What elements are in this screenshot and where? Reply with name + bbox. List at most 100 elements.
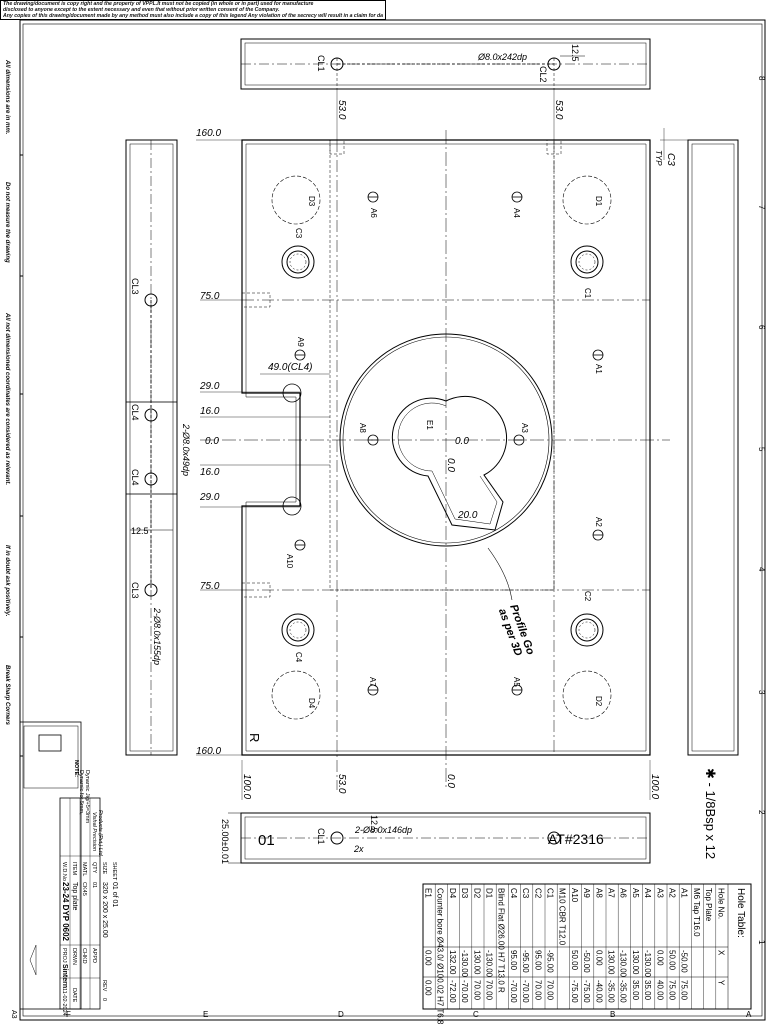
- hole-table-cell: -50.00: [680, 950, 689, 973]
- tb-matl-label: MATL: [81, 862, 87, 876]
- hole-table-cell: D1: [485, 888, 494, 899]
- hole-table-cell: -130.00: [643, 950, 652, 978]
- hole-table-cell: E1: [424, 888, 433, 898]
- label-c4: C4: [294, 652, 303, 663]
- dim-75-top: 75.0: [200, 291, 220, 302]
- legend-line-2: disclosed to anyone except to the extent…: [3, 7, 280, 13]
- tb-company: Vishal Precision: [91, 812, 97, 851]
- right-bsp-note: ✱ - 1/8Bsp x 12: [703, 768, 718, 859]
- hole-table-cell: -40.00: [594, 980, 603, 1003]
- legend-line-1: The drawing/document is copy right and t…: [3, 1, 314, 7]
- hole-table-cell: A1: [680, 888, 689, 898]
- label-a3: A3: [520, 423, 529, 433]
- col-number-7: 7: [757, 205, 766, 210]
- hole-table-cell: 35.00: [631, 980, 640, 1001]
- dim-100-right: 100.0: [649, 774, 660, 799]
- dim-49: 49.0(CL4): [268, 362, 312, 373]
- row-letter-c: C: [473, 1010, 479, 1019]
- top-bar-cl2: CL2: [538, 66, 548, 83]
- hole-table-cell: -50.00: [582, 950, 591, 973]
- dim-53-bottom: 53.0: [336, 774, 347, 794]
- bottom-bar-height: 25.00±0.01: [220, 819, 230, 864]
- col-number-8: 8: [757, 76, 766, 81]
- top-bar-cl1: CL1: [316, 55, 326, 72]
- dim-16-bottom: 16.0: [200, 467, 220, 478]
- top-bar-hole-label: Ø8.0x242dp: [477, 52, 527, 62]
- tb-note-title: NOTE:: [73, 760, 79, 777]
- col-number-6: 6: [757, 325, 766, 330]
- hole-table-cell: -130.00: [460, 950, 469, 978]
- bottom-bar-code: AT#2316: [548, 831, 604, 847]
- hole-table-cell: 130.00: [472, 950, 481, 975]
- hole-table-cell: C2: [533, 888, 542, 899]
- label-a7: A7: [368, 677, 377, 687]
- label-e1: E1: [425, 420, 434, 430]
- hole-table-header: Hole No.: [716, 888, 725, 919]
- hole-table-cell: 130.00: [631, 950, 640, 975]
- hole-table-cell: C3: [521, 888, 530, 899]
- hole-table-cell: -75.00: [570, 980, 579, 1003]
- hole-table-cell: D2: [472, 888, 481, 899]
- tb-proj-label: PROJ: [61, 948, 67, 963]
- hole-table-cell: 130.00: [607, 950, 616, 975]
- left-bar-cl3-bottom: CL3: [130, 582, 140, 599]
- hole-table-cell: 70.00: [546, 980, 555, 1001]
- drawing-frame: [19, 19, 766, 1021]
- hole-table-cell: 40.00: [655, 980, 664, 1001]
- legend-line-3: Any copies of this drawing/document made…: [3, 13, 383, 19]
- tb-date: 11-02-2024: [61, 988, 67, 1016]
- col-number-5: 5: [757, 447, 766, 452]
- left-bar-hole-bottom: 2-Ø8.0x155dp: [152, 607, 162, 665]
- hole-table-cell: 35.00: [643, 980, 652, 1001]
- hole-table-cell: C4: [509, 888, 518, 899]
- hole-table-cell: A2: [668, 888, 677, 898]
- dim-100-left: 100.0: [241, 774, 252, 799]
- profile-note: Profile Goas per 3D: [496, 603, 537, 661]
- hole-table-cell: -130.00: [619, 950, 628, 978]
- hole-table-cell: -70.00: [521, 980, 530, 1003]
- dim-0-bottom: 0.0: [445, 774, 456, 788]
- tb-scale: A3: [10, 1010, 17, 1019]
- hole-table-title: Hole Table:: [735, 888, 746, 938]
- projection-symbol-icon: [29, 944, 37, 976]
- col-number-4: 4: [757, 567, 766, 572]
- r-mark: R: [247, 733, 262, 742]
- hole-table-header: Y: [716, 980, 725, 986]
- label-d3: D3: [307, 196, 316, 207]
- title-block: NOTE: Dynamic for 5mm, Dynamic Jig/+5=3m…: [10, 721, 118, 1019]
- side-note-5: Break Sharp Corners: [4, 665, 10, 726]
- bottom-bar-dim: 12.5: [369, 815, 379, 833]
- dim-center-y: 0.0: [445, 458, 456, 472]
- tb-note-1: Dynamic for 5mm,: [78, 770, 84, 815]
- label-a10: A10: [285, 554, 294, 569]
- label-c3: C3: [294, 228, 303, 239]
- tb-qty: 01: [91, 882, 97, 888]
- tb-item-label: ITEM: [71, 862, 77, 876]
- top-plate-view: [200, 130, 670, 790]
- row-letter-a: A: [746, 1010, 752, 1019]
- tb-rev-val: 0: [101, 998, 107, 1001]
- dim-r20: 20.0: [457, 510, 478, 521]
- hole-table-cell: D4: [448, 888, 457, 899]
- hole-table-cell: 0.00: [424, 980, 433, 996]
- label-a5: A5: [512, 677, 521, 687]
- tb-drg-no: 23-24 DYP 0602: [61, 882, 70, 942]
- hole-table-cell: M6 Tap T16.0: [692, 888, 701, 937]
- label-d2: D2: [594, 696, 603, 707]
- label-d4: D4: [307, 698, 316, 709]
- right-side-view: ✱ - 1/8Bsp x 12: [687, 139, 739, 859]
- tb-sheet: 01 of 01: [111, 882, 118, 907]
- hole-table-cell: 95.00: [509, 950, 518, 971]
- col-number-1: 1: [757, 940, 766, 945]
- hole-table-cell: M10 CBR T12.0: [558, 888, 567, 946]
- dim-c3: C3: [665, 153, 676, 166]
- dim-typ: TYP: [654, 150, 663, 166]
- hole-table-cell: Counter bore Ø43.0/ Ø100.02 H7 T6.82: [436, 888, 445, 1024]
- side-note-3: All not dimensioned coordinates are cons…: [4, 312, 10, 485]
- bottom-bar-hole-label: 2-Ø8.0x146dp: [354, 825, 412, 835]
- tb-chkd: CHKD: [81, 948, 87, 964]
- bottom-bar-mark: 01: [258, 832, 275, 849]
- hole-table-cell: A7: [607, 888, 616, 898]
